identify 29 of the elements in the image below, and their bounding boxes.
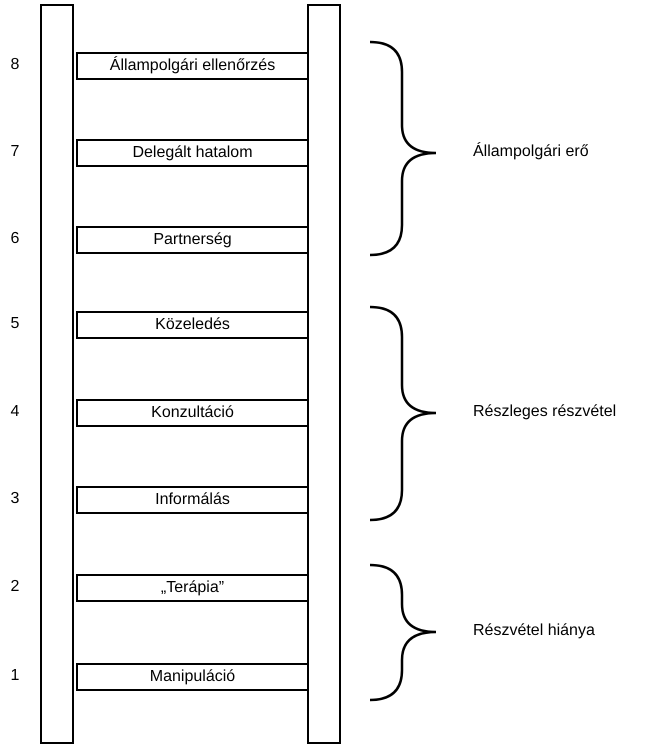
ladder-rung	[76, 311, 309, 339]
rung-number: 4	[10, 403, 20, 421]
ladder-rung	[76, 52, 309, 80]
rung-number: 1	[10, 667, 20, 685]
rung-label: Állampolgári ellenőrzés	[110, 57, 276, 75]
ladder-rail	[307, 4, 341, 744]
rung-number: 6	[10, 230, 20, 248]
rung-number: 5	[10, 315, 20, 333]
rung-label: Delegált hatalom	[132, 144, 253, 162]
ladder-rung	[76, 486, 309, 514]
rung-label: Konzultáció	[151, 404, 234, 422]
ladder-rung	[76, 574, 309, 602]
rung-label: Informálás	[155, 491, 230, 509]
rung-number: 8	[10, 56, 20, 74]
rung-number: 3	[10, 490, 20, 508]
rung-label: Közeledés	[155, 316, 230, 334]
ladder-rail	[40, 4, 74, 744]
rung-label: Manipuláció	[150, 668, 236, 686]
ladder-rung	[76, 399, 309, 427]
rung-label: Partnerség	[153, 231, 232, 249]
rung-number: 2	[10, 578, 20, 596]
ladder-rung	[76, 139, 309, 167]
rung-number: 7	[10, 143, 20, 161]
group-label: Részleges részvétel	[473, 403, 616, 421]
ladder-rung	[76, 226, 309, 254]
ladder-rung	[76, 663, 309, 691]
rung-label: „Terápia”	[160, 579, 224, 597]
group-label: Állampolgári erő	[473, 143, 589, 161]
group-label: Részvétel hiánya	[473, 622, 595, 640]
